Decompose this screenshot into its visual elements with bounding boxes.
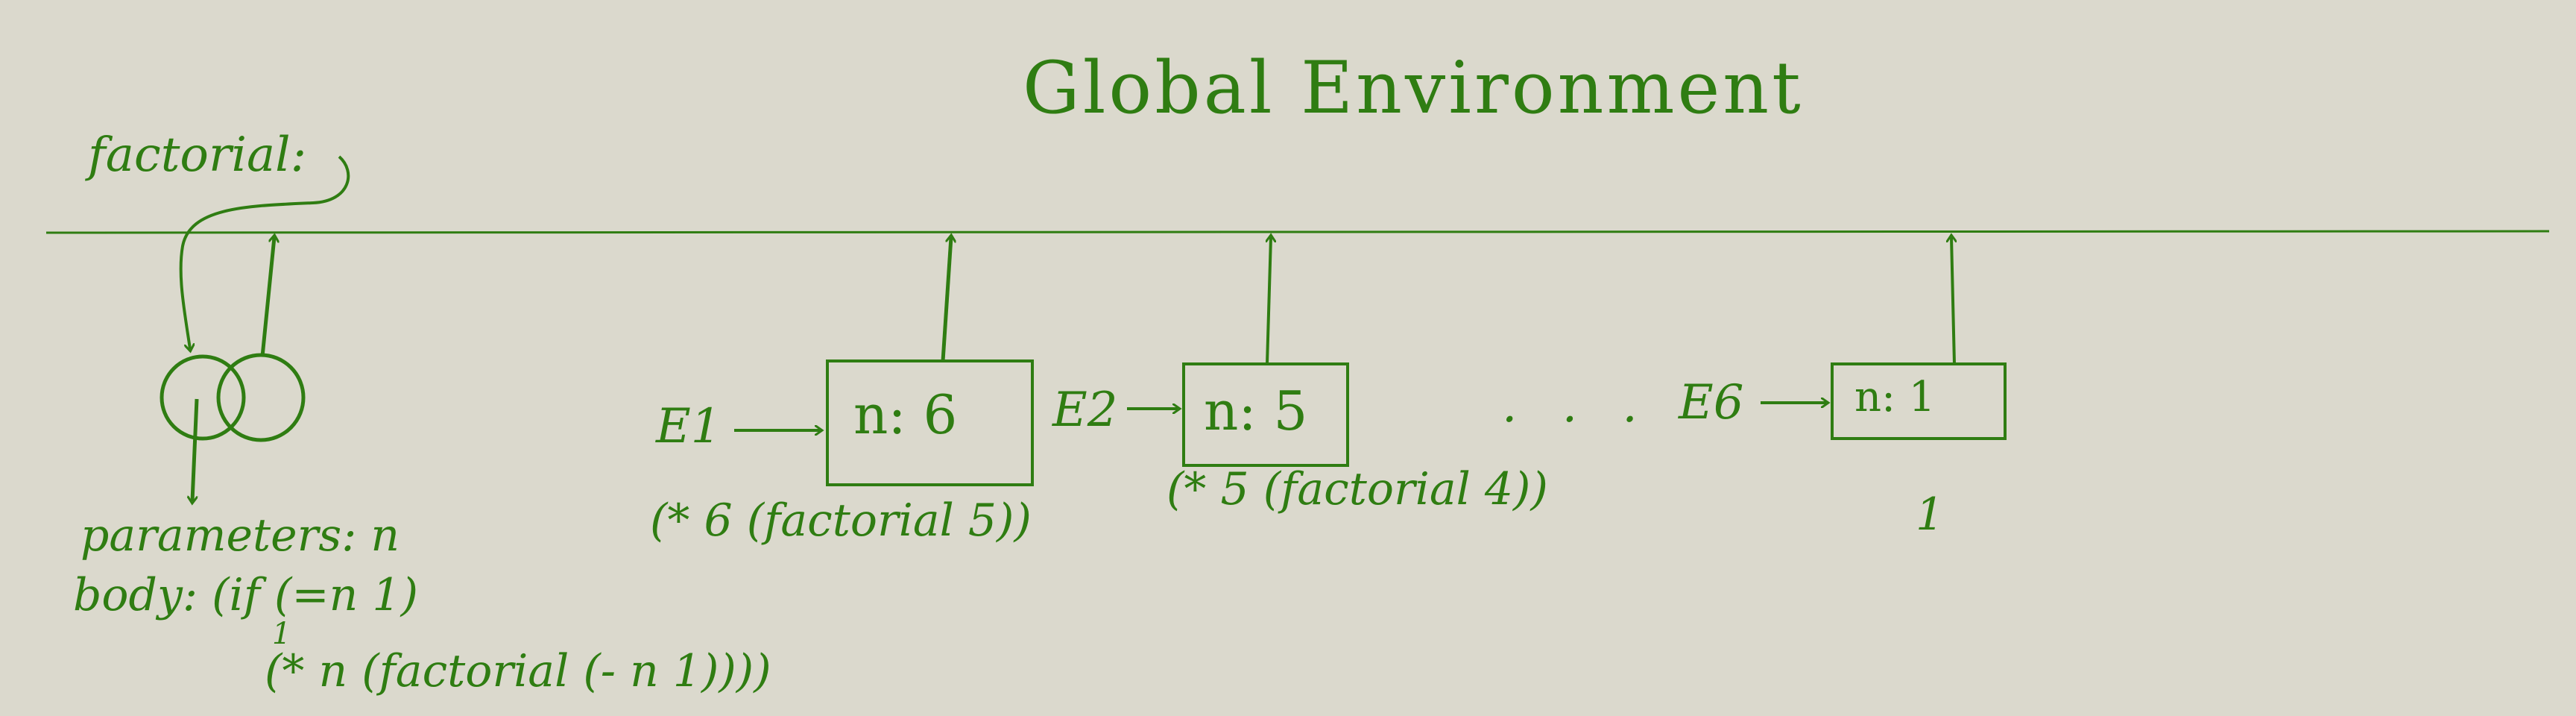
procedure-code-pointer-arrow	[192, 398, 199, 501]
frame-e6-binding: n: 1	[1854, 373, 1936, 421]
frame-e2-expression: (* 5 (factorial 4))	[1167, 463, 1548, 515]
frame-e1-env-label: E1	[656, 399, 722, 454]
frame-e1-expression: (* 6 (factorial 5))	[650, 494, 1032, 547]
procedure-parameters: parameters: n	[80, 509, 400, 562]
procedure-body-line-1: body: (if (=n 1)	[73, 569, 418, 621]
frames-ellipsis: . . .	[1502, 378, 1652, 433]
frame-e6-expression: 1	[1916, 489, 1945, 541]
factorial-binding-label: factorial:	[88, 128, 307, 183]
frame-e1-parent-arrow	[941, 237, 951, 362]
frame-e6-box	[1831, 362, 2007, 440]
frame-e2-parent-arrow	[1267, 237, 1271, 365]
frame-e2-box	[1182, 362, 1349, 467]
frame-e2-binding: n: 5	[1204, 380, 1308, 442]
procedure-body-line-3: (* n (factorial (- n 1))))	[265, 645, 771, 697]
procedure-code-circle	[160, 354, 246, 441]
factorial-pointer-arrow	[179, 155, 350, 349]
procedure-env-pointer-arrow	[260, 237, 274, 357]
frame-e6-parent-arrow	[1951, 237, 1954, 365]
frame-e6-env-label: E6	[1679, 375, 1744, 430]
procedure-body-line-2: 1	[272, 617, 291, 651]
procedure-env-circle	[216, 353, 306, 442]
frame-e1-binding: n: 6	[853, 383, 958, 446]
global-environment-boundary	[45, 230, 2550, 234]
frame-e1-box	[826, 359, 1034, 486]
frame-e2-env-label: E2	[1052, 383, 1118, 438]
global-environment-title: Global Environment	[1023, 46, 1804, 130]
